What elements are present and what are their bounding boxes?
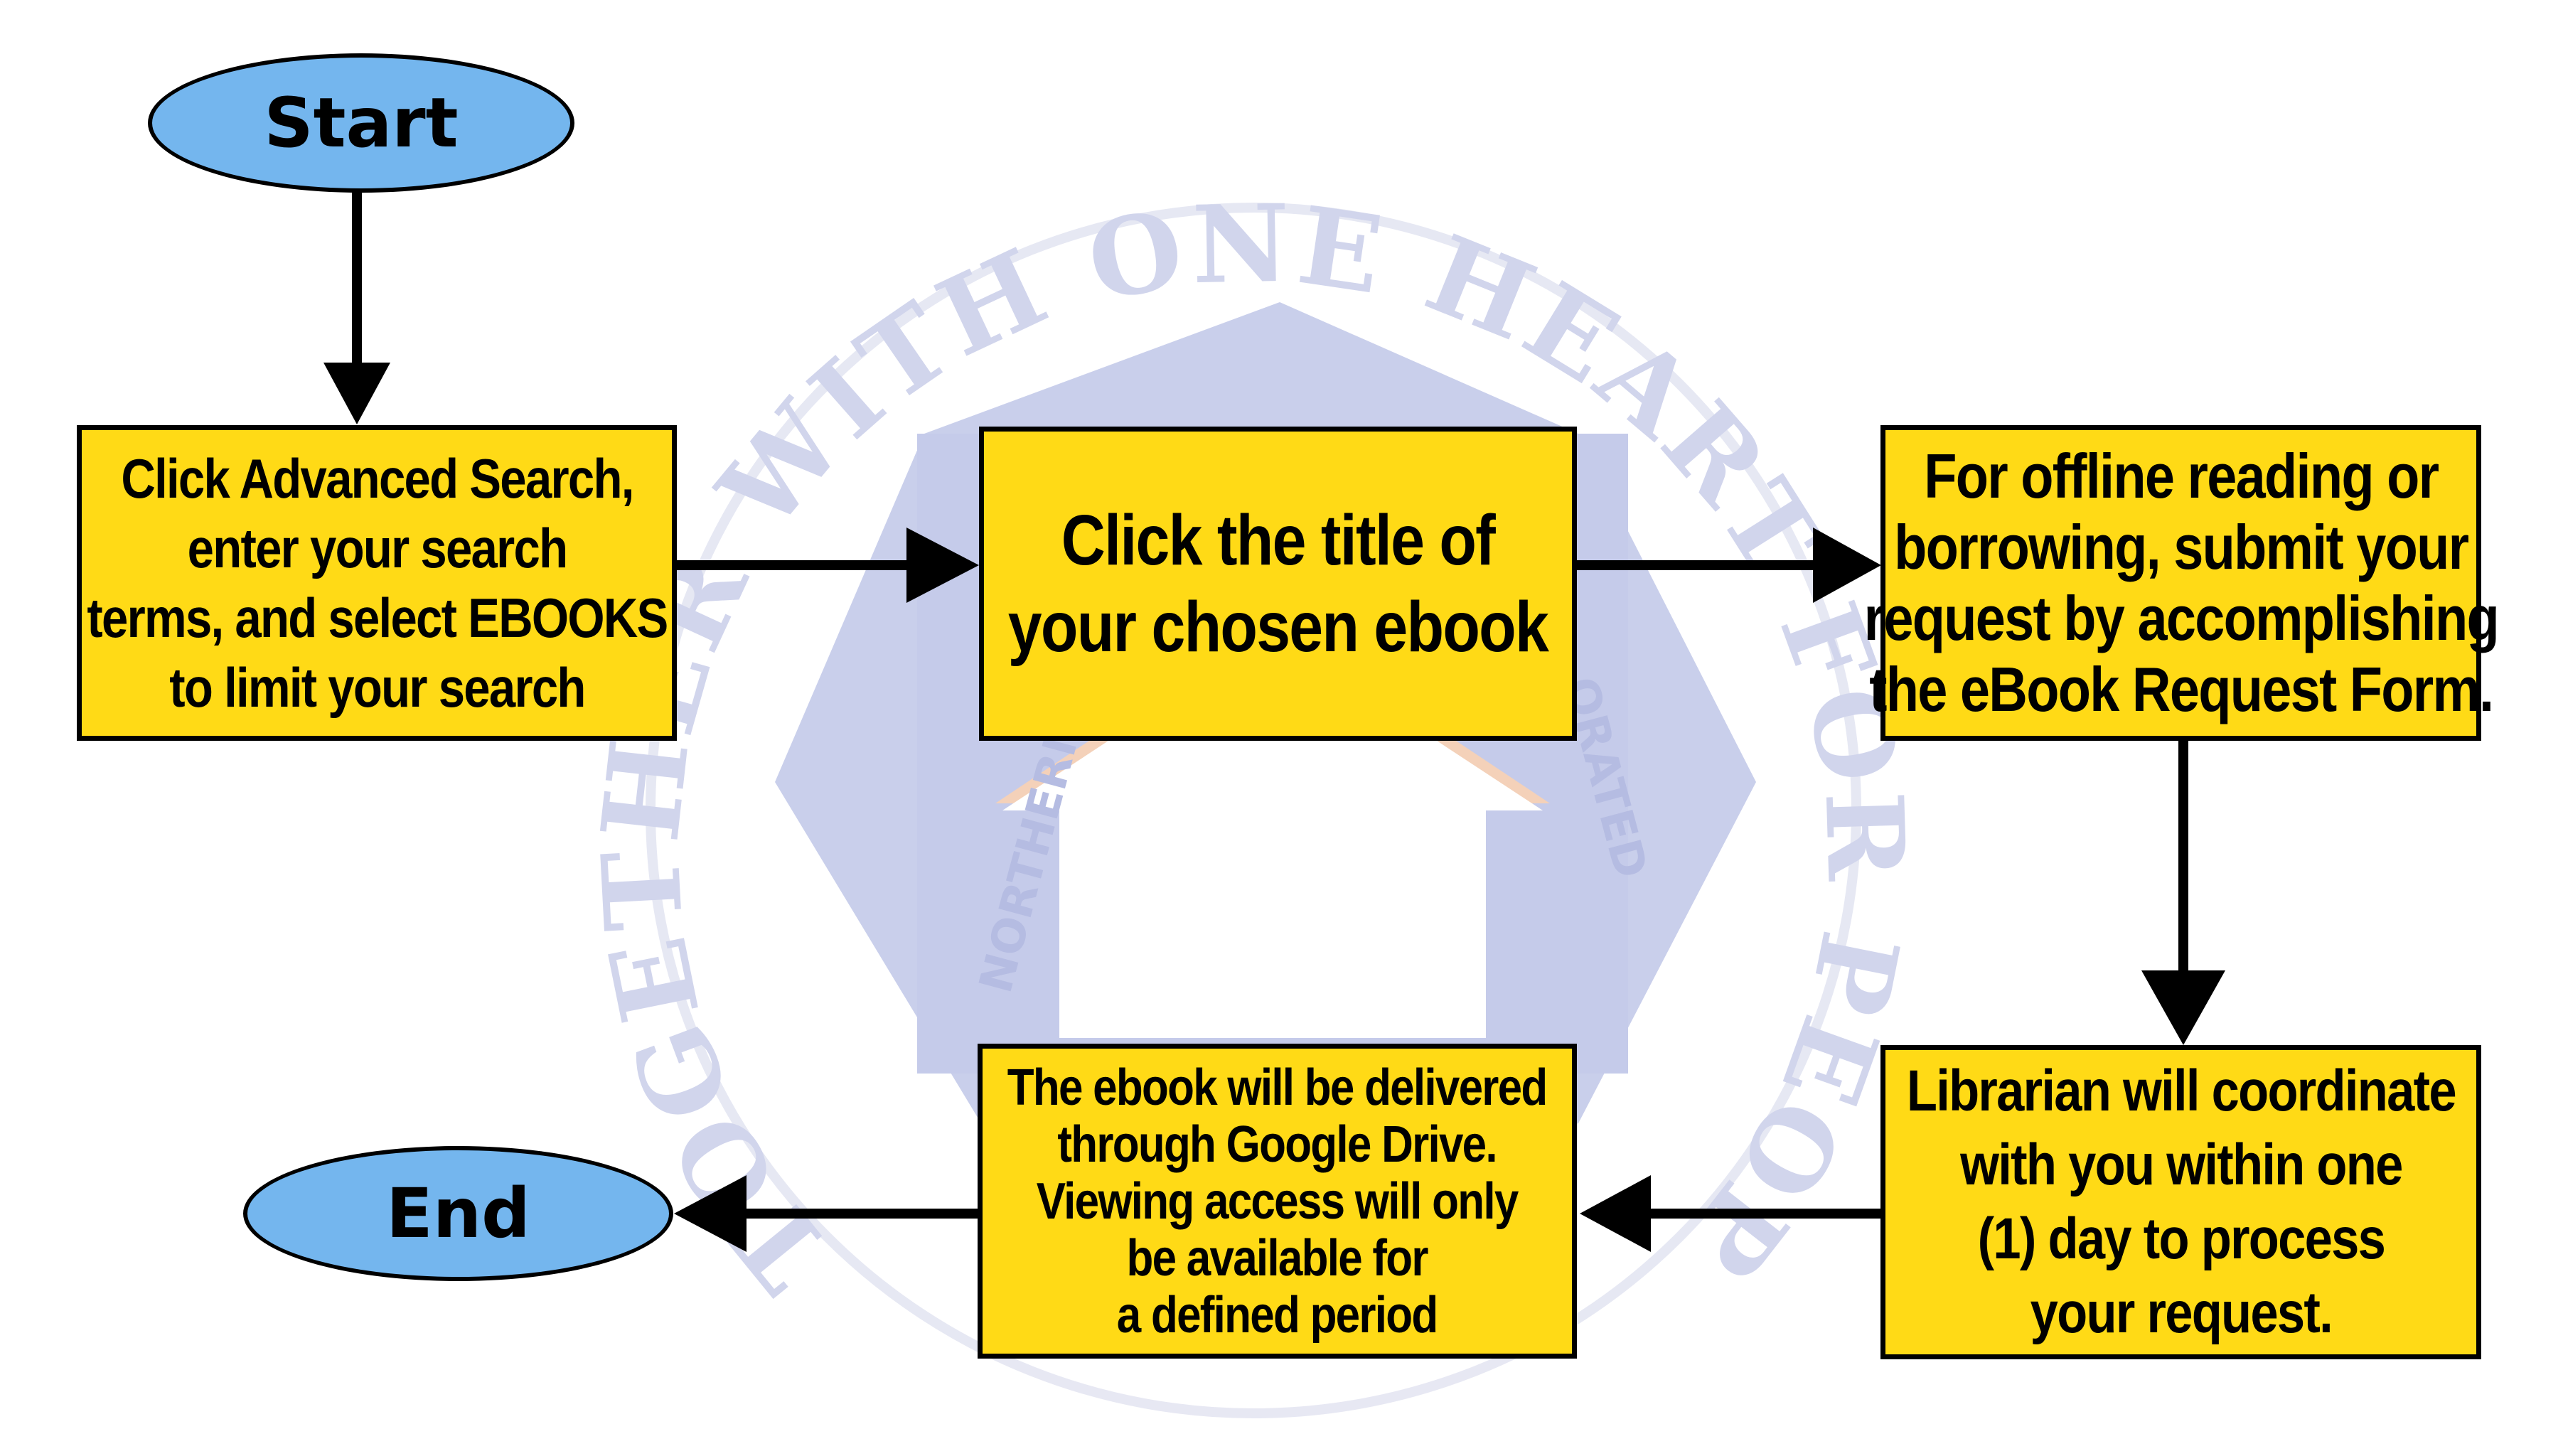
arrow-step5-to-end-head — [674, 1175, 747, 1252]
step-line: with you within one — [1959, 1133, 2403, 1197]
arrow-step4-to-step5-head — [1580, 1175, 1651, 1252]
step-line: The ebook will be delivered — [1007, 1059, 1548, 1116]
step-line: a defined period — [1117, 1286, 1438, 1344]
step-line: enter your search — [187, 517, 567, 579]
step-line: borrowing, submit your — [1893, 512, 2469, 582]
step-line: be available for — [1126, 1229, 1429, 1287]
step-line: Click Advanced Search, — [120, 447, 634, 510]
step-ebook-delivered-box: The ebook will be delivered through Goog… — [978, 1044, 1577, 1359]
start-terminal: Start — [148, 53, 574, 193]
step-line: the eBook Request Form. — [1868, 654, 2494, 724]
step-line: Viewing access will only — [1037, 1172, 1519, 1230]
step-line: your request. — [2030, 1280, 2333, 1345]
step-line: Librarian will coordinate — [1906, 1059, 2456, 1123]
seal-outer-circle — [646, 203, 1861, 1418]
step-line: to limit your search — [168, 656, 586, 719]
step-line: For offline reading or — [1923, 441, 2439, 511]
step-librarian-coordinate-box: Librarian will coordinate with you withi… — [1880, 1045, 2481, 1359]
step-line: Click the title of — [1061, 500, 1496, 580]
arrow-step2-to-step3-head — [1813, 528, 1881, 603]
arrow-start-to-step1-head — [323, 363, 390, 424]
step-line: through Google Drive. — [1057, 1115, 1498, 1173]
step-line: request by accomplishing — [1863, 583, 2499, 653]
arrow-step3-to-step4-head — [2141, 970, 2225, 1045]
step-request-form-box: For offline reading or borrowing, submit… — [1863, 425, 2499, 741]
arrow-step1-to-step2-head — [906, 528, 979, 603]
step-line: (1) day to process — [1977, 1206, 2385, 1271]
step-click-title-box: Click the title of your chosen ebook — [979, 427, 1577, 741]
step-advanced-search-box: Click Advanced Search, enter your search… — [77, 425, 677, 741]
step-line: your chosen ebook — [1007, 587, 1549, 667]
end-terminal: End — [243, 1146, 673, 1281]
step-line: terms, and select EBOOKS — [86, 587, 668, 649]
